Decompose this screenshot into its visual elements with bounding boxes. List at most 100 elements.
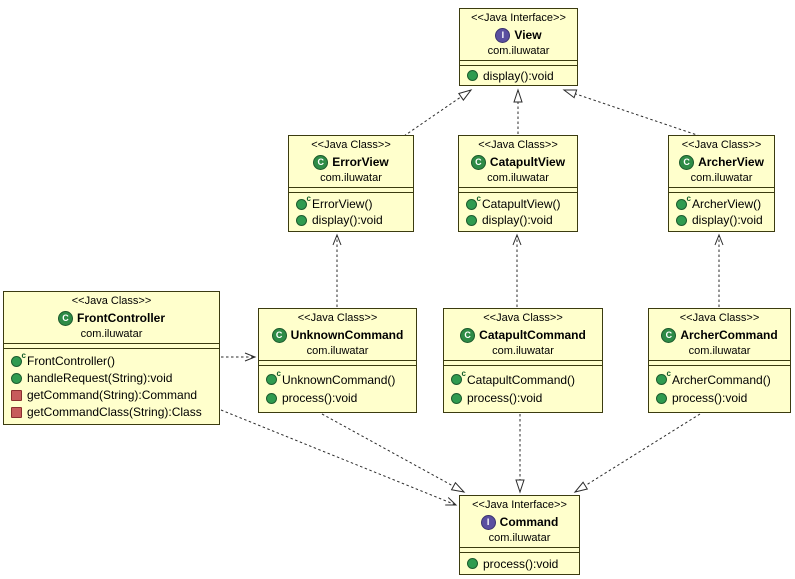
class-icon: C	[460, 327, 476, 343]
class-name: CatapultCommand	[479, 328, 586, 342]
class-name: ErrorView	[332, 155, 389, 169]
attributes-compartment	[669, 188, 774, 193]
attributes-compartment	[289, 188, 413, 193]
class-box-frontcontroller[interactable]: <<Java Class>> C FrontController com.iluw…	[3, 291, 220, 425]
method-row: getCommandClass(String):Class	[4, 405, 219, 419]
methods-compartment: UnknownCommand() process():void	[259, 366, 416, 412]
attributes-compartment	[460, 61, 577, 66]
class-icon: C	[679, 154, 695, 170]
method-label: CatapultCommand()	[467, 372, 576, 387]
method-row: display():void	[669, 213, 774, 227]
class-name: ArcherView	[698, 155, 764, 169]
package-label: com.iluwatar	[306, 344, 369, 357]
attributes-compartment	[444, 361, 602, 366]
method-icon	[11, 351, 26, 367]
method-icon	[266, 369, 281, 386]
dependency-frontcontroller-command	[220, 409, 458, 506]
class-icon: C	[661, 327, 677, 343]
method-icon	[656, 369, 671, 386]
class-name: FrontController	[77, 311, 165, 325]
package-label: com.iluwatar	[492, 344, 554, 357]
package-label: com.iluwatar	[690, 171, 753, 184]
package-label: com.iluwatar	[320, 171, 382, 184]
method-label: getCommandClass(String):Class	[27, 405, 202, 419]
stereotype-label: <<Java Class>>	[297, 312, 378, 325]
method-row: ArcherView()	[669, 194, 774, 211]
methods-compartment: ArcherCommand() process():void	[649, 366, 790, 412]
method-row: display():void	[459, 213, 577, 227]
stereotype-label: <<Java Class>>	[679, 312, 760, 325]
method-icon	[656, 392, 667, 404]
stereotype-label: <<Java Class>>	[71, 295, 152, 308]
method-icon	[296, 194, 311, 210]
methods-compartment: CatapultView() display():void	[459, 193, 577, 231]
class-title: <<Java Class>> C FrontController com.iluw…	[4, 292, 219, 344]
method-icon	[466, 214, 477, 226]
methods-compartment: display():void	[460, 66, 577, 85]
methods-compartment: CatapultCommand() process():void	[444, 366, 602, 412]
method-row: process():void	[259, 391, 416, 405]
method-label: display():void	[312, 213, 383, 227]
package-label: com.iluwatar	[487, 44, 550, 57]
method-icon	[467, 558, 478, 569]
method-icon	[11, 406, 22, 418]
method-row: process():void	[460, 557, 579, 571]
method-row: process():void	[444, 391, 602, 405]
method-label: ErrorView()	[312, 197, 373, 211]
method-label: ArcherCommand()	[672, 372, 771, 387]
method-row: CatapultView()	[459, 194, 577, 211]
method-label: UnknownCommand()	[282, 372, 396, 387]
realization-errorview-view	[403, 89, 473, 137]
method-label: process():void	[282, 391, 358, 406]
methods-compartment: process():void	[460, 553, 579, 574]
class-name: CatapultView	[489, 155, 566, 169]
package-label: com.iluwatar	[487, 171, 549, 184]
method-label: CatapultView()	[482, 197, 561, 211]
method-row: ErrorView()	[289, 194, 413, 211]
interface-icon: I	[495, 27, 511, 43]
class-name: View	[514, 28, 542, 42]
method-icon	[466, 194, 481, 210]
method-label: ArcherView()	[692, 197, 762, 211]
stereotype-label: <<Java Class>>	[478, 139, 558, 152]
package-label: com.iluwatar	[688, 344, 751, 357]
attributes-compartment	[259, 361, 416, 366]
attributes-compartment	[460, 548, 579, 553]
method-row: ArcherCommand()	[649, 369, 790, 387]
stereotype-label: <<Java Interface>>	[472, 499, 567, 512]
method-icon	[296, 214, 307, 226]
class-name: ArcherCommand	[680, 328, 778, 342]
method-row: handleRequest(String):void	[4, 371, 219, 385]
method-icon	[467, 70, 478, 81]
method-row: UnknownCommand()	[259, 369, 416, 387]
methods-compartment: ArcherView() display():void	[669, 193, 774, 231]
package-label: com.iluwatar	[80, 327, 143, 340]
method-row: display():void	[460, 69, 577, 83]
class-icon: C	[58, 310, 73, 326]
class-name: Command	[499, 515, 559, 529]
method-row: getCommand(String):Command	[4, 388, 219, 402]
method-icon	[451, 369, 466, 386]
method-label: getCommand(String):Command	[27, 388, 198, 402]
methods-compartment: ErrorView() display():void	[289, 193, 413, 231]
stereotype-label: <<Java Class>>	[483, 312, 563, 325]
stereotype-label: <<Java Class>>	[681, 139, 762, 152]
method-label: process():void	[467, 391, 543, 406]
method-row: process():void	[649, 391, 790, 405]
